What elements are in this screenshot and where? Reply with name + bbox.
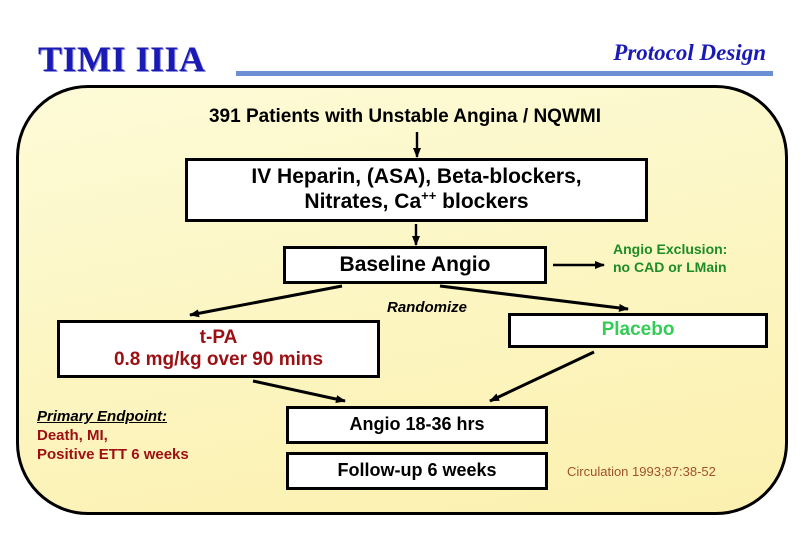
followup-label: Follow-up 6 weeks: [337, 460, 497, 481]
box-medications: IV Heparin, (ASA), Beta-blockers, Nitrat…: [185, 158, 648, 222]
angio-followup-label: Angio 18-36 hrs: [349, 414, 485, 435]
slide-header: TIMI IIIA Protocol Design: [0, 0, 810, 92]
primary-endpoint-title: Primary Endpoint:: [37, 408, 168, 425]
box-tpa-arm: t-PA 0.8 mg/kg over 90 mins: [57, 320, 380, 378]
medications-line-1: IV Heparin, (ASA), Beta-blockers,: [251, 165, 582, 189]
tpa-line-1: t-PA: [199, 326, 238, 348]
exclusion-line-2: no CAD or LMain: [613, 259, 727, 276]
box-placebo-arm: Placebo: [508, 313, 768, 348]
box-baseline-angio: Baseline Angio: [283, 246, 547, 284]
primary-endpoint-block: Primary Endpoint: Death, MI, Positive ET…: [37, 407, 267, 465]
placebo-label: Placebo: [601, 319, 675, 341]
box-angio-followup: Angio 18-36 hrs: [286, 406, 548, 444]
primary-endpoint-line-1: Death, MI,: [37, 427, 108, 445]
medications-line-2: Nitrates, Ca++ blockers: [304, 188, 529, 213]
baseline-angio-label: Baseline Angio: [339, 252, 491, 276]
primary-endpoint-line-2: Positive ETT 6 weeks: [37, 446, 189, 464]
tpa-line-2: 0.8 mg/kg over 90 mins: [113, 349, 324, 370]
title-divider: [236, 71, 773, 76]
citation-label: Circulation 1993;87:38-52: [567, 464, 716, 479]
randomize-label: Randomize: [386, 299, 467, 316]
box-followup: Follow-up 6 weeks: [286, 452, 548, 490]
study-population-label: 391 Patients with Unstable Angina / NQWM…: [208, 106, 601, 127]
page-title: TIMI IIIA: [38, 39, 206, 79]
page-subtitle: Protocol Design: [613, 40, 766, 65]
exclusion-line-1: Angio Exclusion:: [613, 241, 728, 257]
angio-exclusion-note: Angio Exclusion: no CAD or LMain: [613, 240, 803, 276]
